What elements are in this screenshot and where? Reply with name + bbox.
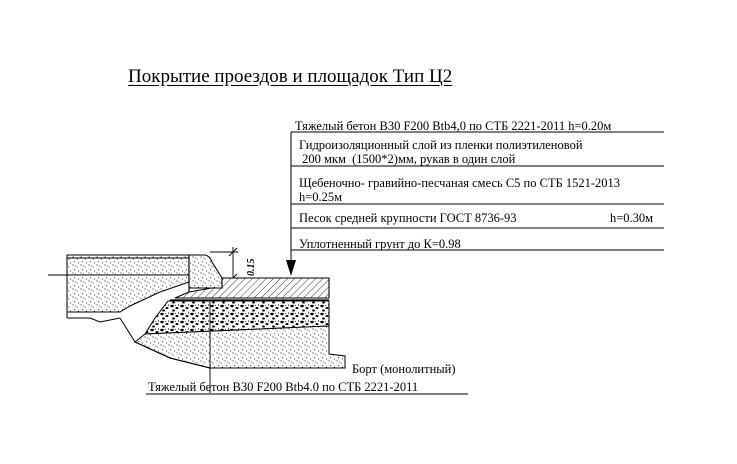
layer-label-gravel-line2: h=0.25м (299, 190, 343, 204)
layer-label-sand: Песок средней крупности ГОСТ 8736-93 (299, 211, 517, 225)
curb-material-label: Тяжелый бетон В30 F200 Вtb4.0 по СТБ 222… (148, 380, 419, 394)
layer-label-sand-thickness: h=0.30м (610, 211, 654, 225)
page-title: Покрытие проездов и площадок Тип Ц2 (128, 66, 453, 87)
curb-section (188, 254, 223, 292)
layer-label-soil: Уплотненный грунт до К=0.98 (299, 237, 461, 251)
leader-arrow-icon (286, 260, 296, 276)
dimension-label: 0.15 (246, 258, 257, 277)
layer-label-film-line2: 200 мкм (1500*2)мм, рукав в один слой (299, 152, 516, 166)
layer-label-gravel-line1: Щебеночно- гравийно-песчаная смесь С5 по… (299, 176, 621, 190)
layer-label-film-line1: Гидроизоляционный слой из пленки полиэти… (299, 138, 583, 152)
subgrade-line (119, 317, 345, 369)
curb-label: Борт (монолитный) (352, 362, 456, 376)
layer-leader-lines (290, 131, 664, 262)
concrete-layer (174, 277, 330, 299)
layer-label-concrete: Тяжелый бетон В30 F200 Вtb4,0 по СТБ 222… (295, 119, 612, 133)
